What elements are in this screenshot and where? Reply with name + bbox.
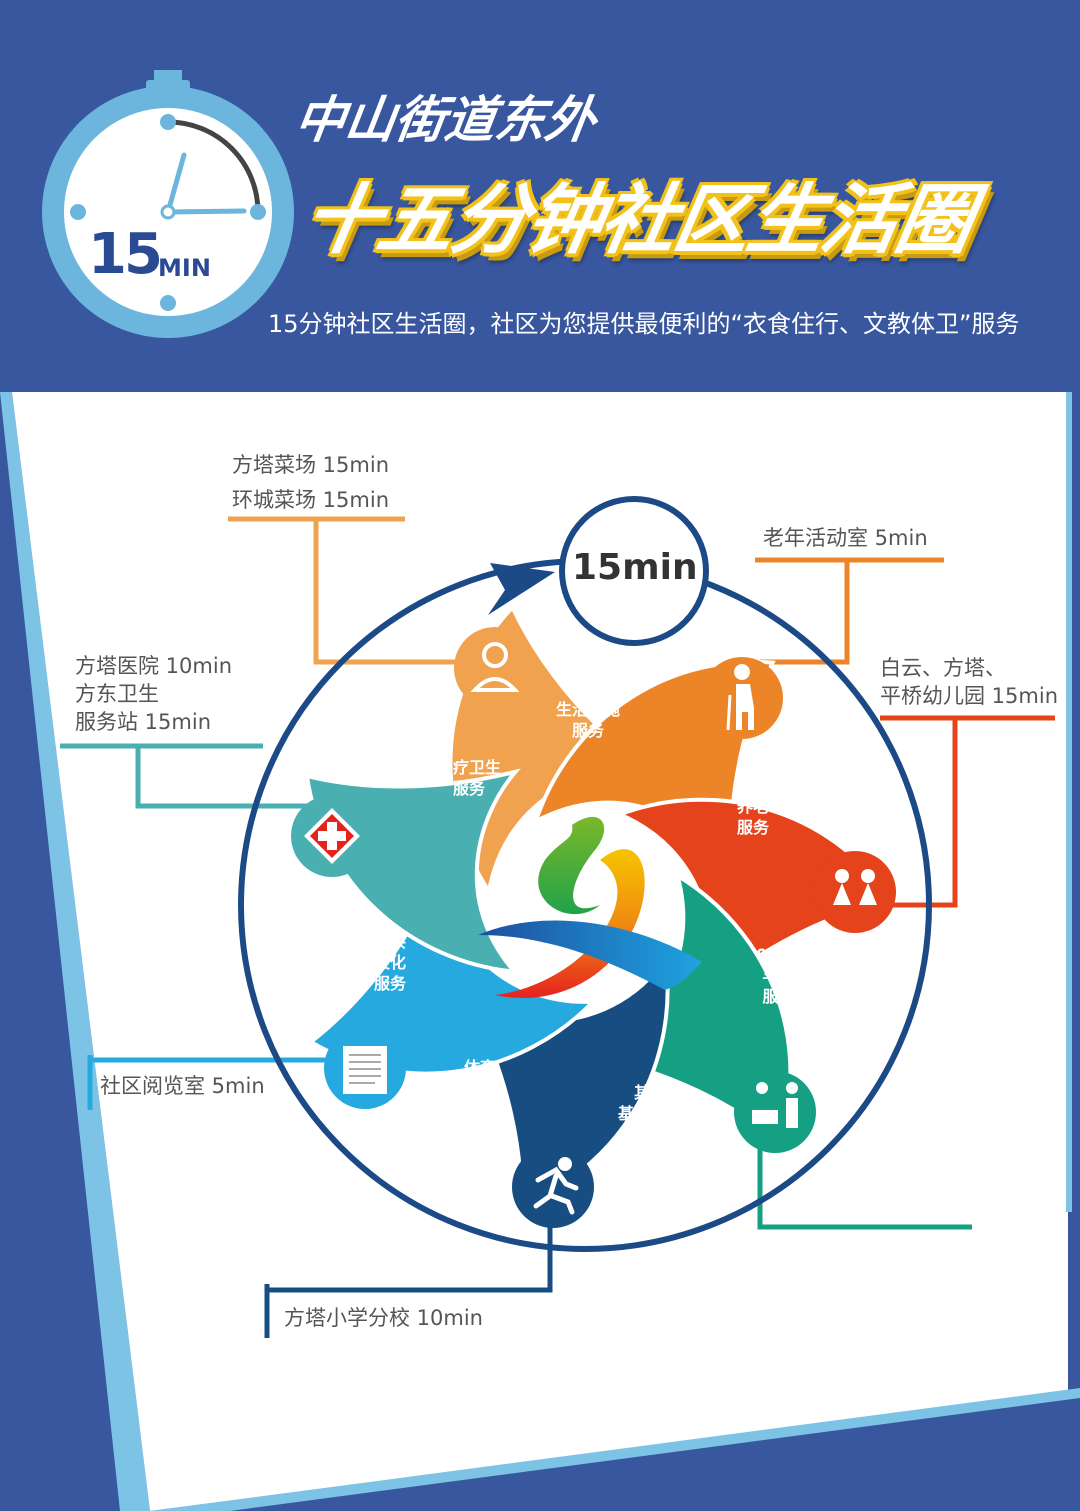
petal-label-living: 生活设施服务 [556, 699, 620, 741]
children-icon [814, 851, 896, 933]
center-logo [478, 816, 702, 998]
medical-callout: 方塔医院 10min 方东卫生服务站 15min [75, 652, 232, 736]
callout-line: 老年活动室 5min [763, 526, 928, 550]
petal-line: 养老 [737, 797, 770, 816]
petal-label-sports: 体育健身服务 [464, 1057, 496, 1120]
center-badge-label: 15min [572, 547, 698, 588]
petal-line: 服务 [572, 721, 605, 740]
petal-line: 服务 [374, 974, 407, 993]
callout-line: 方塔小学分校 10min [284, 1306, 483, 1330]
school-callout: 方塔小学分校 10min [284, 1304, 483, 1332]
callout-line: 环城菜场 15min [232, 488, 389, 512]
callout-line: 方东卫生 [75, 682, 159, 706]
callout-line: 方塔菜场 15min [232, 453, 389, 477]
market-callout: 方塔菜场 15min 环城菜场 15min [232, 448, 389, 518]
petal-line: 其他 [634, 1083, 667, 1102]
petal-line: 早教 [762, 966, 795, 985]
petal-line: 0-3岁 [756, 945, 801, 964]
document-icon [324, 1027, 406, 1109]
callout-line: 白云、方塔、 [880, 656, 1006, 680]
petal-label-medical: 医疗卫生服务 [437, 757, 501, 799]
petal-label-elderly-care: 居家养老服务 [737, 775, 769, 838]
petal-line: 服务 [464, 1100, 497, 1119]
left-accent-stripe [0, 392, 150, 1511]
clock-unit: MIN [158, 254, 211, 282]
petal-line: 公共 [374, 932, 407, 951]
elderly-callout: 老年活动室 5min [763, 524, 928, 552]
kindergarten-callout: 白云、方塔、平桥幼儿园 15min [880, 654, 1058, 710]
petal-line: 基本服务 [618, 1104, 683, 1123]
elderly-person-icon [701, 657, 783, 739]
bottom-accent-stripe [150, 1388, 1080, 1511]
subtitle: 中山街道东外 [291, 91, 600, 149]
petal-line: 体育 [464, 1058, 497, 1077]
stopwatch-icon [42, 70, 294, 338]
petal-line: 健身 [464, 1079, 497, 1098]
runner-icon [512, 1146, 594, 1228]
medical-cross-icon [291, 795, 373, 877]
petal-line: 服务 [453, 779, 486, 798]
center-badge [559, 496, 709, 646]
worker-icon [454, 627, 536, 709]
petal-label-other: 其他基本服务 [618, 1082, 682, 1124]
petal-line: 居家 [737, 776, 770, 795]
petal-label-culture: 公共文化服务 [374, 931, 406, 994]
petal-line: 文化 [374, 953, 407, 972]
service-desk-icon [734, 1071, 816, 1153]
other-leader [757, 1140, 972, 1230]
page-title: 十五分钟社区生活圈 [297, 175, 979, 264]
ring-arrow-head [488, 563, 555, 615]
callout-line: 服务站 15min [75, 710, 211, 734]
petal-line: 医疗卫生 [437, 758, 502, 777]
petal-line: 服务 [737, 818, 770, 837]
reading-callout: 社区阅览室 5min [100, 1072, 265, 1100]
white-panel [12, 392, 1068, 1511]
right-accent-stripe [1066, 392, 1072, 1212]
petal-label-early-education: 0-3岁早教服务 [756, 944, 801, 1007]
callout-line: 社区阅览室 5min [100, 1074, 265, 1098]
petal-line: 生活设施 [556, 700, 621, 719]
clock-number: 15 [88, 222, 163, 287]
petal-line: 服务 [762, 987, 795, 1006]
tagline: 15分钟社区生活圈，社区为您提供最便利的“衣食住行、文教体卫”服务 [268, 310, 1020, 338]
callout-line: 方塔医院 10min [75, 654, 232, 678]
callout-line: 平桥幼儿园 15min [880, 684, 1058, 708]
